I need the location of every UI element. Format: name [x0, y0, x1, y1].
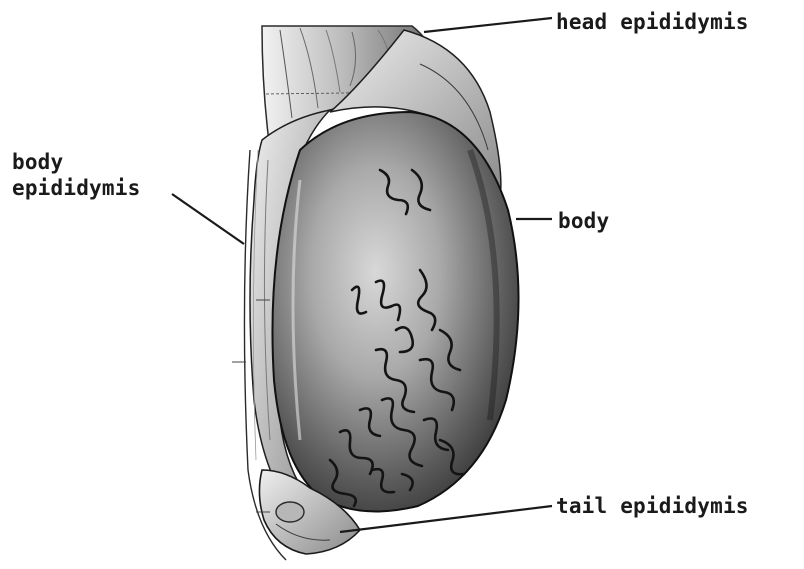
label-body: body — [558, 208, 609, 234]
leader-line-body-epididymis — [172, 194, 244, 244]
label-body-epididymis-line1: body — [12, 149, 140, 175]
label-body-epididymis: body epididymis — [12, 149, 140, 201]
label-tail-epididymis: tail epididymis — [556, 493, 749, 519]
label-body-epididymis-line2: epididymis — [12, 175, 140, 201]
leader-line-head — [424, 18, 552, 32]
testis-body — [272, 112, 518, 511]
label-head-epididymis: head epididymis — [556, 9, 749, 35]
